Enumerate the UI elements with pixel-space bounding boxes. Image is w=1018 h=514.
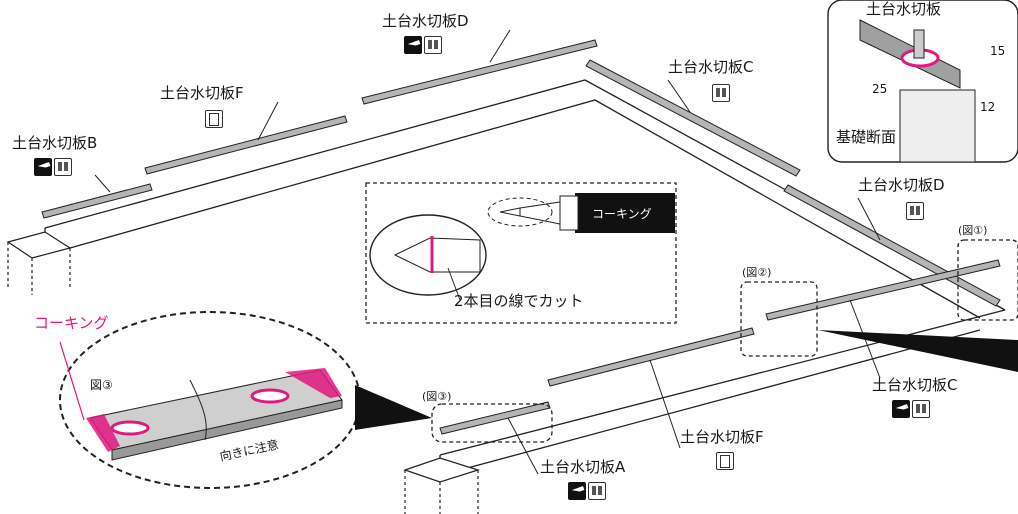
board-f-top [144, 115, 348, 175]
install-arrow-icon [34, 158, 52, 176]
caulking-instruction-box [365, 182, 677, 324]
foundation-block-bottom [403, 457, 480, 514]
callout-boxes [365, 182, 1018, 443]
install-arrow-icon [404, 36, 422, 54]
label-foundation-section: 基礎断面 [836, 128, 897, 146]
leader-lines [94, 29, 881, 475]
board-f-bottom [547, 327, 755, 387]
book-icon [716, 452, 734, 470]
lr-icon [712, 84, 730, 102]
icons-board-f-top [205, 110, 223, 128]
fig2-wedge [818, 330, 1018, 372]
icons-board-f-bottom [716, 452, 734, 470]
icons-board-d-right [906, 202, 924, 220]
fig3-box [431, 403, 553, 443]
board-c-top [585, 59, 801, 177]
lr-icon [54, 158, 72, 176]
label-board-b: 土台水切板B [12, 134, 98, 152]
icons-board-c-top [712, 84, 730, 102]
install-arrow-icon [892, 400, 910, 418]
label-cut-instruction: 2本目の線でカット [454, 292, 584, 310]
board-d-top [361, 39, 598, 105]
label-fig3-inner: 図③ [90, 378, 113, 392]
label-board-f-top: 土台水切板F [160, 84, 244, 102]
icons-board-a [568, 482, 606, 500]
lr-icon [912, 400, 930, 418]
dim-12: 12 [980, 100, 996, 114]
board-a [439, 401, 551, 435]
label-caulking-tube: コーキング [592, 207, 652, 221]
label-fig2-ref: (図②) [742, 266, 772, 279]
icons-board-d-top [404, 36, 442, 54]
board-c-right [765, 259, 1001, 321]
cross-section-inset [827, 0, 1018, 163]
board-b [41, 183, 153, 219]
lr-icon [588, 482, 606, 500]
caulking-tube-drawing [369, 193, 675, 301]
label-board-d-top: 土台水切板D [382, 12, 469, 30]
label-board-a: 土台水切板A [540, 458, 626, 476]
label-board-f-bottom: 土台水切板F [680, 428, 764, 446]
label-fig3-ref: (図③) [422, 390, 452, 403]
label-board-d-right: 土台水切板D [858, 176, 945, 194]
caulk-right [285, 368, 342, 398]
book-icon [205, 110, 223, 128]
caulk-left [86, 414, 120, 452]
icons-board-b [34, 158, 72, 176]
label-fig1-ref: (図①) [958, 224, 988, 237]
icons-board-c-right [892, 400, 930, 418]
dim-25: 25 [872, 82, 888, 96]
fig2-box [740, 281, 818, 357]
foundation-block-left [6, 231, 72, 295]
lr-icon [906, 202, 924, 220]
dim-15: 15 [990, 44, 1006, 58]
magnified-detail [59, 311, 432, 489]
label-caulking: コーキング [34, 314, 109, 332]
fig1-box [957, 239, 1018, 321]
label-inset-board: 土台水切板 [866, 0, 942, 18]
lr-icon [424, 36, 442, 54]
boards [41, 39, 1001, 435]
label-board-c-right: 土台水切板C [872, 376, 958, 394]
label-board-c-top: 土台水切板C [668, 58, 754, 76]
install-arrow-icon [568, 482, 586, 500]
